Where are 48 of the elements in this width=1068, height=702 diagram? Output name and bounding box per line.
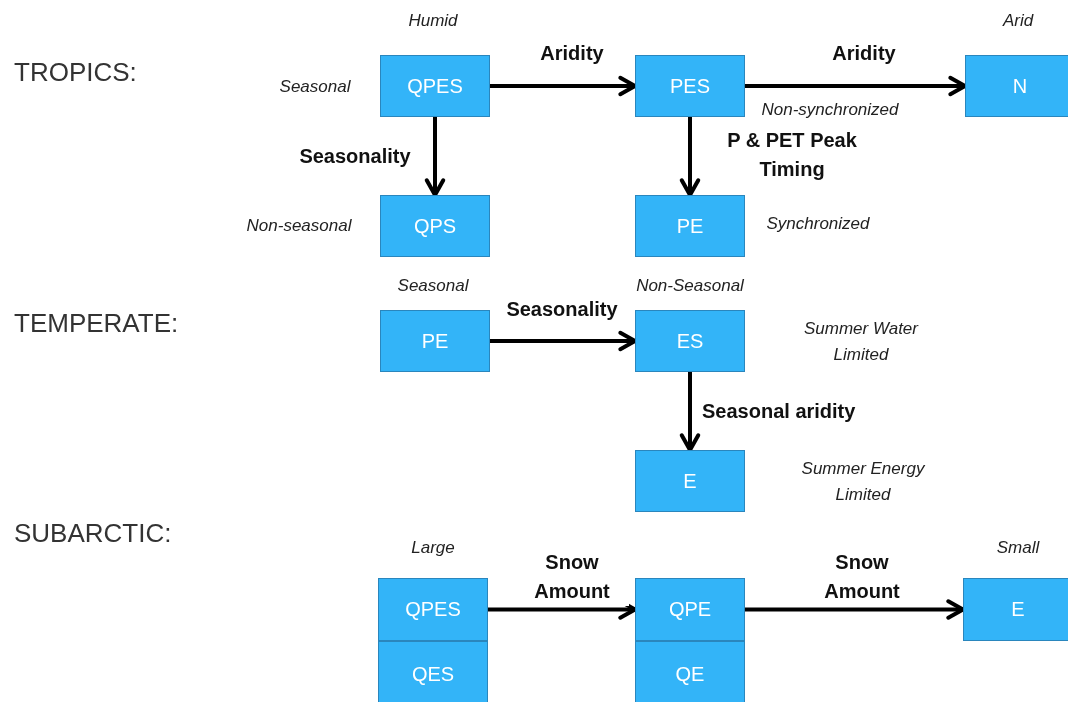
- box-label: PES: [670, 74, 710, 98]
- state-box: [635, 310, 745, 372]
- box-label: PE: [421, 329, 449, 353]
- arrow: [679, 117, 701, 197]
- condition-label: Summer Water Limited: [803, 317, 920, 365]
- arrow: [679, 372, 701, 452]
- state-box: [635, 578, 745, 641]
- section-heading: TROPICS:: [14, 56, 137, 88]
- section-heading: SUBARCTIC:: [14, 517, 172, 549]
- condition-label: Summer Energy Limited: [800, 457, 926, 505]
- condition-label: Large: [410, 537, 456, 560]
- state-box: [378, 578, 488, 641]
- state-box: [635, 641, 745, 702]
- condition-label: Synchronized: [765, 213, 871, 236]
- condition-label: Humid: [407, 10, 459, 33]
- box-label: N: [1012, 74, 1028, 98]
- box-label: E: [1011, 598, 1025, 621]
- arrow: [745, 75, 967, 97]
- state-box: [635, 55, 745, 117]
- box-label: QPE: [668, 598, 712, 621]
- state-box: [963, 578, 1068, 641]
- state-box: [380, 55, 490, 117]
- arrow: [424, 117, 446, 197]
- condition-label: Non-synchronized: [760, 99, 900, 122]
- state-box: [635, 450, 745, 512]
- box-label: ES: [676, 329, 704, 353]
- section-heading: TEMPERATE:: [14, 307, 179, 339]
- condition-label: Seasonal: [278, 76, 352, 99]
- condition-label: Small: [995, 537, 1041, 560]
- state-box: [378, 641, 488, 702]
- condition-label: Non-seasonal: [245, 215, 353, 238]
- state-box: [380, 195, 490, 257]
- box-label: QPS: [413, 214, 457, 238]
- condition-label: Arid: [1001, 10, 1035, 33]
- condition-label: Non-Seasonal: [635, 275, 745, 298]
- box-label: QPES: [405, 598, 461, 621]
- state-box: [965, 55, 1068, 117]
- box-label: QPES: [407, 74, 463, 98]
- box-label: QE: [675, 662, 705, 686]
- box-label: PE: [676, 214, 704, 238]
- arrow: [490, 75, 637, 97]
- arrow: [745, 599, 965, 620]
- arrow: [490, 330, 637, 352]
- state-box: [635, 195, 745, 257]
- condition-label: Seasonal: [396, 275, 470, 298]
- box-label: QES: [411, 662, 455, 686]
- box-label: E: [683, 469, 697, 493]
- state-box: [380, 310, 490, 372]
